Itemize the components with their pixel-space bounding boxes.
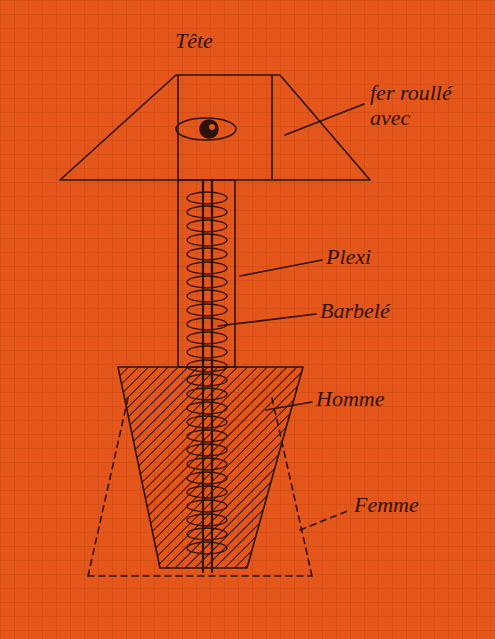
part-label: Homme (316, 386, 446, 411)
part-label: Plexi (326, 244, 436, 269)
leader-line (266, 402, 312, 410)
leader-line (240, 260, 322, 276)
barbed-spiral (187, 192, 227, 554)
part-label: Barbelé (320, 298, 450, 323)
eye-iris (200, 120, 218, 138)
part-label: Femme (354, 492, 484, 517)
title-label: Tête (175, 28, 265, 53)
leader-line (218, 314, 316, 326)
homme-cone (118, 367, 303, 568)
eye (176, 118, 236, 140)
leader-line (300, 510, 350, 530)
part-label: fer roullé avec (370, 80, 485, 131)
eye-highlight (209, 124, 215, 130)
leader-line (285, 104, 364, 135)
central-rod (203, 180, 212, 572)
head-shape (60, 75, 370, 180)
